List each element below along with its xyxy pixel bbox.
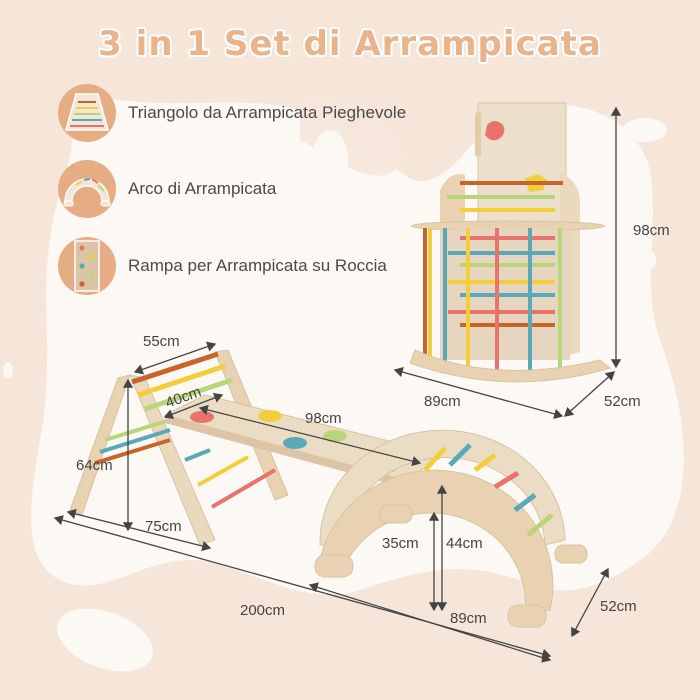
- feature-triangle: Triangolo da Arrampicata Pieghevole: [58, 84, 406, 142]
- arch-outer-height-label: 44cm: [446, 535, 483, 552]
- arch-depth-label: 52cm: [600, 598, 637, 615]
- stacked-depth-label: 52cm: [604, 393, 641, 410]
- stacked-width-label: 89cm: [424, 393, 461, 410]
- climbing-ramp-icon: [58, 237, 116, 295]
- triangle-base-label: 75cm: [145, 518, 182, 535]
- stacked-height-label: 98cm: [633, 222, 670, 239]
- feature-label: Arco di Arrampicata: [128, 179, 277, 198]
- feature-arch: Arco di Arrampicata: [58, 160, 276, 218]
- ramp-length-label: 98cm: [305, 410, 342, 427]
- climbing-arch-icon: [58, 160, 116, 218]
- feature-label: Rampa per Arrampicata su Roccia: [128, 256, 387, 275]
- feature-ramp: Rampa per Arrampicata su Roccia: [58, 237, 387, 295]
- stacked-set-image: [409, 102, 612, 383]
- climbing-triangle-icon: [58, 84, 116, 142]
- arch-inner-height-label: 35cm: [382, 535, 419, 552]
- arch-length-label: 89cm: [450, 610, 487, 627]
- triangle-top-width-label: 55cm: [143, 333, 180, 350]
- total-length-label: 200cm: [240, 602, 286, 619]
- climbing-triangle-image: [69, 349, 289, 546]
- feature-label: Triangolo da Arrampicata Pieghevole: [128, 103, 407, 122]
- triangle-height-label: 64cm: [76, 457, 113, 474]
- page-title: 3 in 1 Set di Arrampicata: [98, 24, 602, 64]
